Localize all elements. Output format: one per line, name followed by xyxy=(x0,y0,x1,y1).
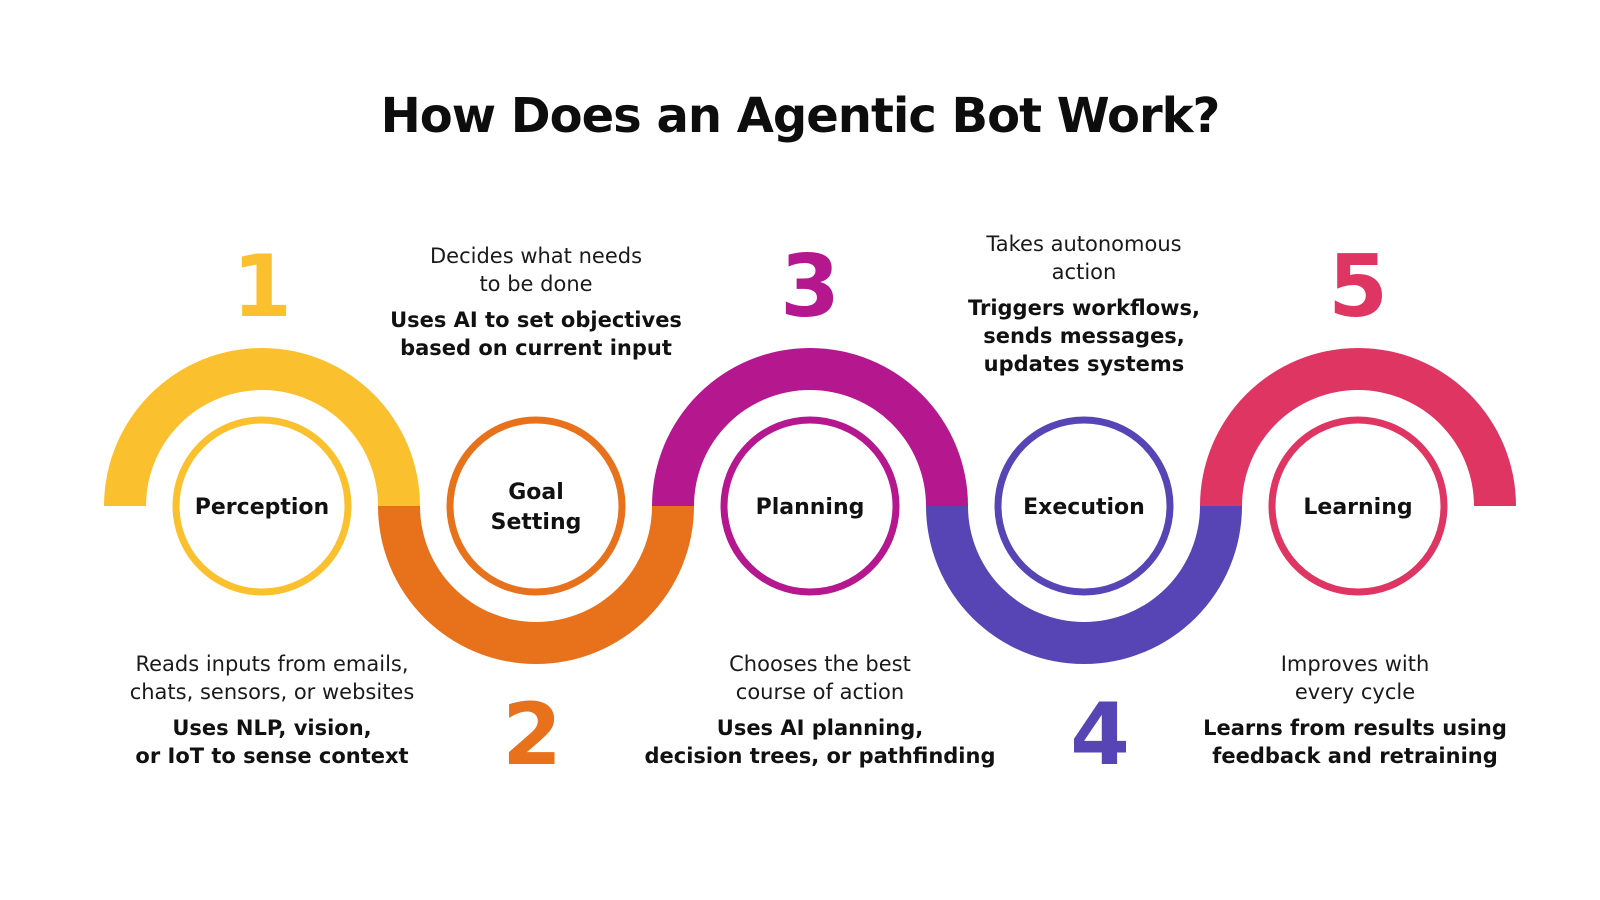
step-5-label: Learning xyxy=(1303,495,1412,520)
step-4-detail: Triggers workflows, sends messages, upda… xyxy=(967,296,1201,376)
step-2-label-line2: Setting xyxy=(491,510,582,535)
step-1-detail: Uses NLP, vision, or IoT to sense contex… xyxy=(135,716,409,768)
step-1-number: 1 xyxy=(232,237,292,337)
step-5-number: 5 xyxy=(1328,237,1388,337)
step-5-ring xyxy=(1268,416,1448,596)
step-1-arc xyxy=(104,348,420,506)
step-3-summary: Chooses the best course of action xyxy=(729,652,911,704)
step-5-summary: Improves with every cycle xyxy=(1280,652,1430,704)
step-4-description: Takes autonomous action Triggers workflo… xyxy=(914,230,1254,378)
page-title: How Does an Agentic Bot Work? xyxy=(380,88,1221,144)
step-1-description: Reads inputs from emails, chats, sensors… xyxy=(92,650,452,770)
step-3-description: Chooses the best course of action Uses A… xyxy=(620,650,1020,770)
step-3-detail: Uses AI planning, decision trees, or pat… xyxy=(644,716,996,768)
step-1-summary: Reads inputs from emails, chats, sensors… xyxy=(129,652,415,704)
step-2-ring xyxy=(446,416,626,596)
step-3-label: Planning xyxy=(756,495,865,520)
step-4-number: 4 xyxy=(1070,685,1130,785)
step-2-arc xyxy=(378,506,694,664)
step-4-arc xyxy=(926,506,1242,664)
step-2-summary: Decides what needs to be done xyxy=(429,244,643,296)
step-2-label-line1: Goal xyxy=(508,480,564,505)
step-2-detail: Uses AI to set objectives based on curre… xyxy=(390,308,682,360)
step-4-label: Execution xyxy=(1023,495,1145,520)
step-3-arc xyxy=(652,348,968,506)
step-1-ring xyxy=(172,416,352,596)
step-4-summary: Takes autonomous action xyxy=(986,232,1182,284)
step-2-description: Decides what needs to be done Uses AI to… xyxy=(366,242,706,362)
step-4-ring xyxy=(994,416,1174,596)
step-5-description: Improves with every cycle Learns from re… xyxy=(1170,650,1540,770)
step-5-arc xyxy=(1200,348,1516,506)
step-3-number: 3 xyxy=(780,237,840,337)
step-5-detail: Learns from results using feedback and r… xyxy=(1203,716,1507,768)
step-2-number: 2 xyxy=(502,685,562,785)
step-3-ring xyxy=(720,416,900,596)
step-1-label: Perception xyxy=(195,495,329,520)
